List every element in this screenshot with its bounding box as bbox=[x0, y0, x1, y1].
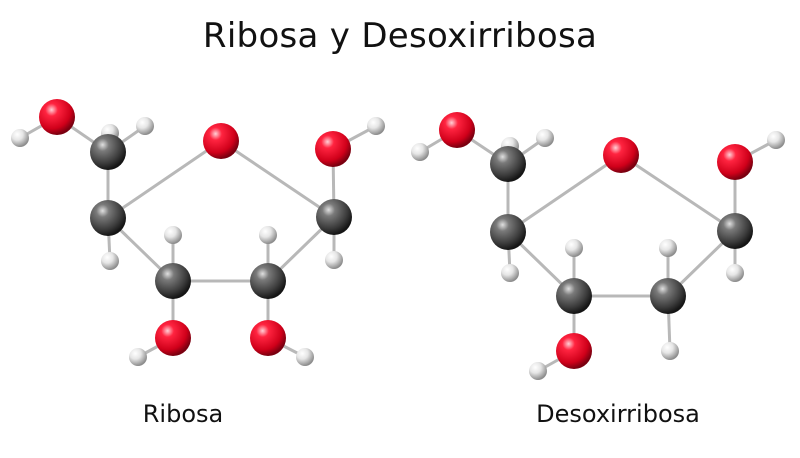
desoxirribosa-bond bbox=[619, 153, 737, 233]
ribosa-oxygen-atom bbox=[315, 131, 351, 167]
desoxirribosa-oxygen-atom bbox=[603, 137, 639, 173]
ribosa-carbon-atom bbox=[90, 200, 126, 236]
desoxirribosa-oxygen-atom bbox=[439, 112, 475, 148]
desoxirribosa-carbon-atom bbox=[490, 146, 526, 182]
page-title: Ribosa y Desoxirribosa bbox=[202, 16, 598, 56]
ribosa-oxygen-atom bbox=[155, 320, 191, 356]
desoxirribosa-carbon-atom bbox=[490, 214, 526, 250]
desoxirribosa-hydrogen-atom bbox=[536, 129, 554, 147]
ribosa-carbon-atom bbox=[316, 199, 352, 235]
desoxirribosa-oxygen-atom bbox=[556, 333, 592, 369]
ribosa-hydrogen-atom bbox=[101, 252, 119, 270]
desoxirribosa-hydrogen-atom bbox=[411, 143, 429, 161]
desoxirribosa-bond bbox=[506, 153, 623, 234]
desoxirribosa-carbon-atom bbox=[650, 278, 686, 314]
desoxirribosa-hydrogen-atom bbox=[661, 342, 679, 360]
ribosa-hydrogen-atom bbox=[325, 251, 343, 269]
desoxirribosa-hydrogen-atom bbox=[501, 264, 519, 282]
desoxirribosa-label: Desoxirribosa bbox=[536, 400, 700, 428]
desoxirribosa-hydrogen-atom bbox=[726, 264, 744, 282]
ribosa-hydrogen-atom bbox=[296, 348, 314, 366]
ribosa-carbon-atom bbox=[90, 134, 126, 170]
ribosa-bond bbox=[106, 139, 223, 220]
ribosa-oxygen-atom bbox=[203, 123, 239, 159]
desoxirribosa-hydrogen-atom bbox=[529, 362, 547, 380]
ribosa-oxygen-atom bbox=[39, 99, 75, 135]
desoxirribosa-hydrogen-atom bbox=[659, 239, 677, 257]
atom-layer bbox=[11, 99, 785, 380]
desoxirribosa-hydrogen-atom bbox=[565, 239, 583, 257]
ribosa-hydrogen-atom bbox=[11, 129, 29, 147]
ribosa-carbon-atom bbox=[155, 263, 191, 299]
ribosa-hydrogen-atom bbox=[164, 226, 182, 244]
desoxirribosa-carbon-atom bbox=[556, 278, 592, 314]
ribosa-oxygen-atom bbox=[250, 320, 286, 356]
desoxirribosa-oxygen-atom bbox=[717, 144, 753, 180]
ribosa-hydrogen-atom bbox=[259, 226, 277, 244]
desoxirribosa-hydrogen-atom bbox=[767, 131, 785, 149]
ribosa-carbon-atom bbox=[250, 263, 286, 299]
ribosa-label: Ribosa bbox=[142, 400, 224, 428]
ribosa-bond bbox=[219, 139, 336, 219]
ribosa-hydrogen-atom bbox=[367, 117, 385, 135]
desoxirribosa-carbon-atom bbox=[717, 213, 753, 249]
ribosa-hydrogen-atom bbox=[136, 117, 154, 135]
ribosa-hydrogen-atom bbox=[129, 348, 147, 366]
